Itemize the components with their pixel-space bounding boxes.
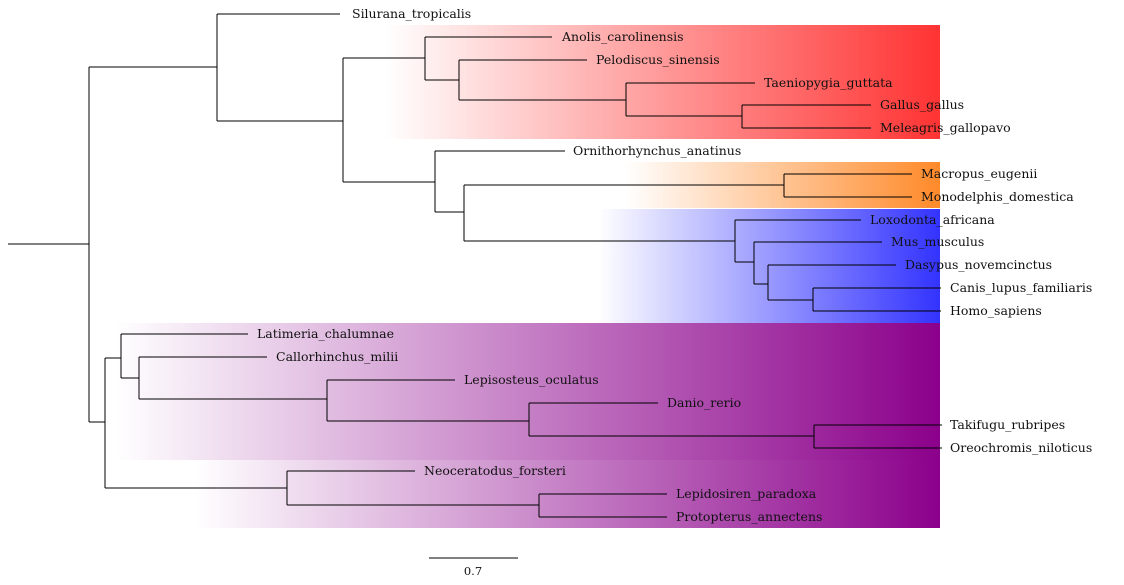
leaf-label-latimeria-chalumnae: Latimeria_chalumnae	[257, 326, 394, 341]
leaf-label-lepisosteus-oculatus: Lepisosteus_oculatus	[464, 372, 599, 387]
leaf-label-takifugu-rubripes: Takifugu_rubripes	[950, 417, 1065, 432]
leaf-label-loxodonta-africana: Loxodonta_africana	[870, 212, 995, 227]
leaf-label-dasypus-novemcinctus: Dasypus_novemcinctus	[905, 257, 1052, 272]
leaf-label-pelodiscus-sinensis: Pelodiscus_sinensis	[596, 52, 720, 67]
leaf-label-homo-sapiens: Homo_sapiens	[950, 303, 1042, 318]
leaf-label-macropus-eugenii: Macropus_eugenii	[921, 166, 1037, 181]
leaf-label-canis-lupus-familiaris: Canis_lupus_familiaris	[950, 280, 1092, 295]
leaf-label-gallus-gallus: Gallus_gallus	[880, 97, 964, 112]
clade-highlight-placentals	[598, 209, 940, 323]
leaf-label-neoceratodus-forsteri: Neoceratodus_forsteri	[424, 463, 566, 478]
clade-highlight-sauropsids	[385, 25, 940, 139]
leaf-label-silurana-tropicalis: Silurana_tropicalis	[352, 6, 471, 21]
clade-highlight-fishes	[115, 323, 940, 460]
leaf-label-oreochromis-niloticus: Oreochromis_niloticus	[950, 440, 1092, 455]
leaf-label-callorhinchus-milii: Callorhinchus_milii	[276, 349, 398, 364]
leaf-label-protopterus-annectens: Protopterus_annectens	[676, 509, 822, 524]
tree-branches	[8, 13, 942, 518]
leaf-label-meleagris-gallopavo: Meleagris_gallopavo	[880, 120, 1011, 135]
leaf-label-ornithorhynchus-anatinus: Ornithorhynchus_anatinus	[573, 143, 741, 158]
leaf-labels: Silurana_tropicalis Anolis_carolinensis …	[257, 6, 1092, 524]
leaf-label-danio-rerio: Danio_rerio	[667, 395, 741, 410]
scale-bar-label: 0.7	[464, 564, 482, 578]
leaf-label-mus-musculus: Mus_musculus	[891, 234, 984, 249]
leaf-label-taeniopygia-guttata: Taeniopygia_guttata	[764, 75, 893, 90]
scale-bar: 0.7	[429, 557, 518, 578]
leaf-label-anolis-carolinensis: Anolis_carolinensis	[561, 29, 684, 44]
leaf-label-monodelphis-domestica: Monodelphis_domestica	[921, 189, 1074, 204]
leaf-label-lepidosiren-paradoxa: Lepidosiren_paradoxa	[676, 486, 817, 501]
